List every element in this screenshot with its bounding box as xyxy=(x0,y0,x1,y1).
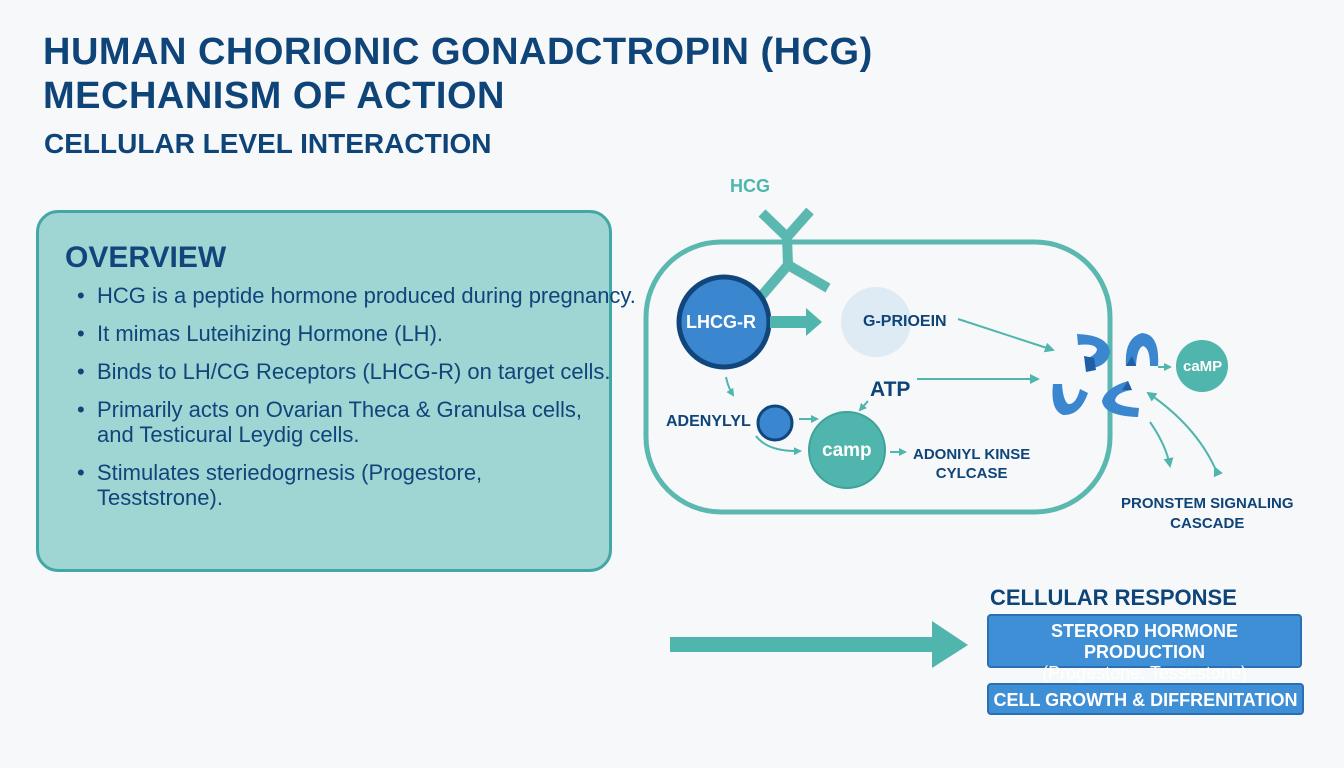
overview-heading: OVERVIEW xyxy=(65,241,227,274)
lhcg-receptor-node xyxy=(676,274,772,370)
response-arrow xyxy=(670,621,968,668)
cell-membrane xyxy=(643,239,1113,515)
page-title: HUMAN CHORIONIC GONADCTROPIN (HCG) MECHA… xyxy=(43,30,873,118)
camp-outer-node xyxy=(1176,340,1228,392)
cascade-arrow-2 xyxy=(1146,391,1223,478)
g-protein-node xyxy=(841,287,911,357)
adenylyl-cyclase-enzyme-icon xyxy=(1052,333,1159,417)
overview-panel: OVERVIEW HCG is a peptide hormone produc… xyxy=(36,210,636,572)
overview-bullet: Stimulates steriedogrnesis (Progestore, … xyxy=(77,460,697,510)
cascade-label-line-1: PRONSTEM SIGNALING xyxy=(1121,495,1294,512)
kinase-label: ADONIYL KINSE CYLCASE xyxy=(913,445,1030,483)
receptor-to-gprotein-arrow xyxy=(770,308,822,336)
adenylyl-label: ADENYLYL xyxy=(666,413,751,430)
hcg-label: HCG xyxy=(730,176,770,196)
overview-bullet: HCG is a peptide hormone produced during… xyxy=(77,283,697,308)
cellular-response-heading: CELLULAR RESPONSE xyxy=(990,585,1237,610)
adenylyl-node xyxy=(756,404,794,442)
atp-to-camp-arrow xyxy=(858,400,869,412)
steroid-production-box: STERORD HORMONE PRODUCTION (Progestone, … xyxy=(987,614,1302,683)
camp-inner-label: camp xyxy=(822,440,872,461)
cell-growth-box: CELL GROWTH & DIFFRENITATION xyxy=(987,683,1304,715)
hcg-molecule-icon xyxy=(754,207,831,304)
overview-list: HCG is a peptide hormone produced during… xyxy=(77,283,697,523)
overview-bullet: Binds to LH/CG Receptors (LHCG-R) on tar… xyxy=(77,359,697,384)
gprotein-to-enzyme-arrow xyxy=(957,318,1055,353)
steroid-production-sub: (Progestone, Tessestone) xyxy=(1042,663,1247,683)
cell-growth-title: CELL GROWTH & DIFFRENITATION xyxy=(993,690,1298,710)
g-protein-label: G-PRIOEIN xyxy=(863,313,947,330)
cascade-arrow-1 xyxy=(1149,421,1174,468)
adenylyl-loop-arrow xyxy=(755,435,802,456)
lhcg-receptor-label: LHCG-R xyxy=(686,312,756,332)
camp-inner-node xyxy=(808,411,886,489)
kinase-label-line-2: CYLCASE xyxy=(935,465,1008,482)
cascade-label-line-2: CASCADE xyxy=(1170,515,1245,532)
title-line-1: HUMAN CHORIONIC GONADCTROPIN (HCG) xyxy=(43,31,873,73)
camp-outer-label: caMP xyxy=(1183,358,1223,375)
steroid-production-title: STERORD HORMONE PRODUCTION xyxy=(1050,621,1238,662)
overview-bullet: Primarily acts on Ovarian Theca & Granul… xyxy=(77,397,697,447)
atp-label: ATP xyxy=(870,378,911,401)
overview-bullet: It mimas Luteihizing Hormone (LH). xyxy=(77,321,697,346)
cascade-label: PRONSTEM SIGNALING CASCADE xyxy=(1121,494,1294,534)
page-subtitle: CELLULAR LEVEL INTERACTION xyxy=(44,128,492,159)
title-line-2: MECHANISM OF ACTION xyxy=(43,75,505,117)
receptor-to-adenylyl-arrow xyxy=(725,376,735,397)
kinase-label-line-1: ADONIYL KINSE xyxy=(913,446,1031,463)
